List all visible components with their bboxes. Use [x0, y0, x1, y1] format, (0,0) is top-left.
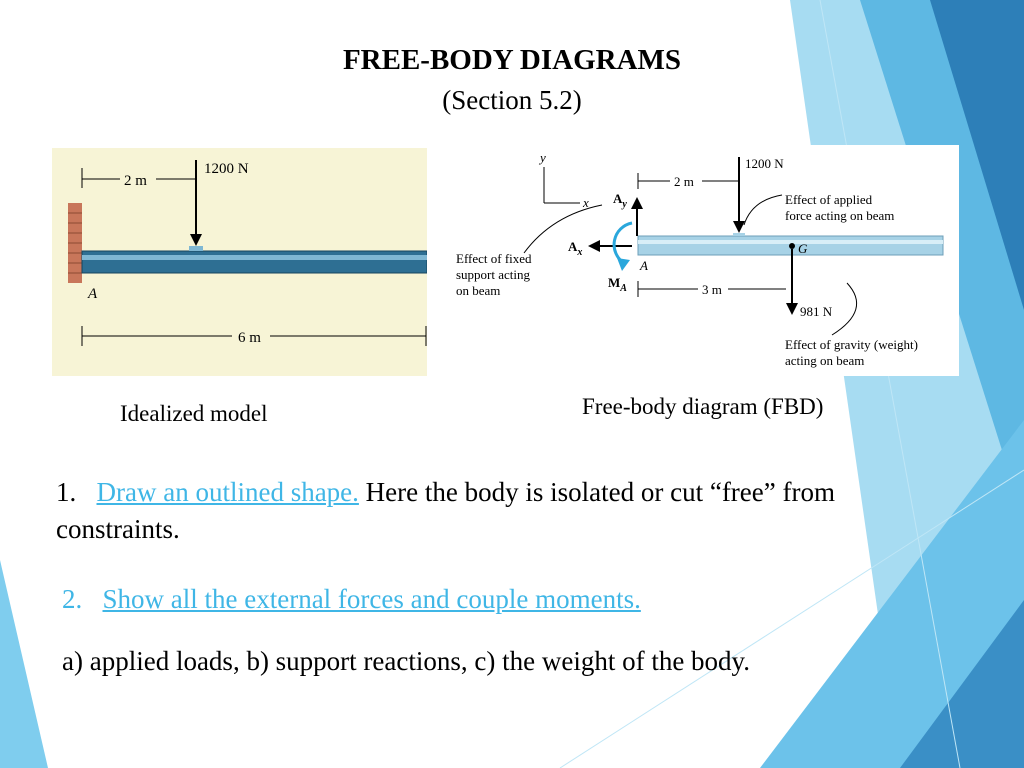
fbd-weight-label: 981 N	[800, 304, 833, 319]
axis-y-label: y	[538, 150, 546, 165]
right-shard-bottom-dark	[900, 600, 1024, 768]
note-fixed-line3: on beam	[456, 283, 500, 298]
note-applied-line1: Effect of applied	[785, 192, 873, 207]
left-shard	[0, 560, 48, 768]
model-point-a: A	[87, 286, 98, 302]
note-applied-line2: force acting on beam	[785, 208, 894, 223]
model-dim-2m: 2 m	[124, 173, 147, 189]
load-plate	[189, 246, 203, 251]
fbd-beam-highlight	[638, 240, 943, 244]
step-1-link[interactable]: Draw an outlined shape.	[96, 477, 359, 507]
note-fixed-leader	[523, 204, 603, 254]
weight-arrow-head	[786, 303, 798, 315]
note-fixed-line1: Effect of fixed	[456, 251, 532, 266]
note-applied-leader	[743, 194, 783, 226]
model-load-label: 1200 N	[204, 161, 249, 177]
wall-bricks	[68, 203, 82, 283]
step-2-link[interactable]: Show all the external forces and couple …	[102, 584, 641, 614]
fbd-background	[452, 145, 959, 376]
note-gravity-line1: Effect of gravity (weight)	[785, 337, 918, 352]
model-caption: Idealized model	[120, 401, 268, 426]
fbd-point-a: A	[639, 258, 648, 273]
slide-subtitle: (Section 5.2)	[442, 85, 582, 115]
fbd-dim-2m: 2 m	[674, 174, 694, 189]
fbd-load-label: 1200 N	[745, 156, 784, 171]
deco-line-2	[819, 0, 961, 768]
load-arrow-head	[190, 234, 202, 246]
ay-label: Ay	[613, 191, 627, 210]
model-dim-6m: 6 m	[238, 330, 261, 346]
step-2-details: a) applied loads, b) support reactions, …	[62, 646, 751, 676]
axis-x-label: x	[582, 195, 589, 210]
step-1-text: Here the body is isolated or cut “free” …	[56, 477, 835, 544]
fbd-dim-3m: 3 m	[702, 282, 722, 297]
right-shard-bottom	[760, 420, 1024, 768]
free-body-diagram-figure: y x Ay Ax MA A 2 m 1200 N Effect of appl…	[452, 145, 959, 376]
fbd-caption: Free-body diagram (FBD)	[582, 394, 824, 419]
deco-line	[559, 469, 1024, 768]
note-fixed-line2: support acting	[456, 267, 531, 282]
slide-title: FREE-BODY DIAGRAMS	[342, 44, 682, 76]
ax-arrow-head	[588, 240, 600, 252]
ax-label: Ax	[568, 239, 582, 258]
ma-label: MA	[608, 275, 627, 294]
step-2-number: 2.	[62, 584, 83, 614]
note-gravity-leader	[831, 282, 857, 336]
step-1-number: 1.	[56, 477, 77, 507]
ma-moment-head	[617, 258, 630, 271]
beam	[81, 250, 427, 274]
note-gravity-line2: acting on beam	[785, 353, 864, 368]
idealized-model-figure: 2 m 1200 N A 6 m	[52, 148, 427, 376]
fbd-load-plate	[733, 233, 745, 236]
ay-arrow-head	[631, 197, 643, 209]
fbd-point-g: G	[798, 241, 808, 256]
fbd-load-head	[733, 221, 745, 233]
beam-highlight	[82, 255, 427, 260]
step-2: 2. Show all the external forces and coup…	[62, 581, 641, 618]
point-g-dot	[789, 243, 795, 249]
right-shard-dark	[930, 0, 1024, 310]
step-1: 1. Draw an outlined shape. Here the body…	[56, 474, 916, 548]
